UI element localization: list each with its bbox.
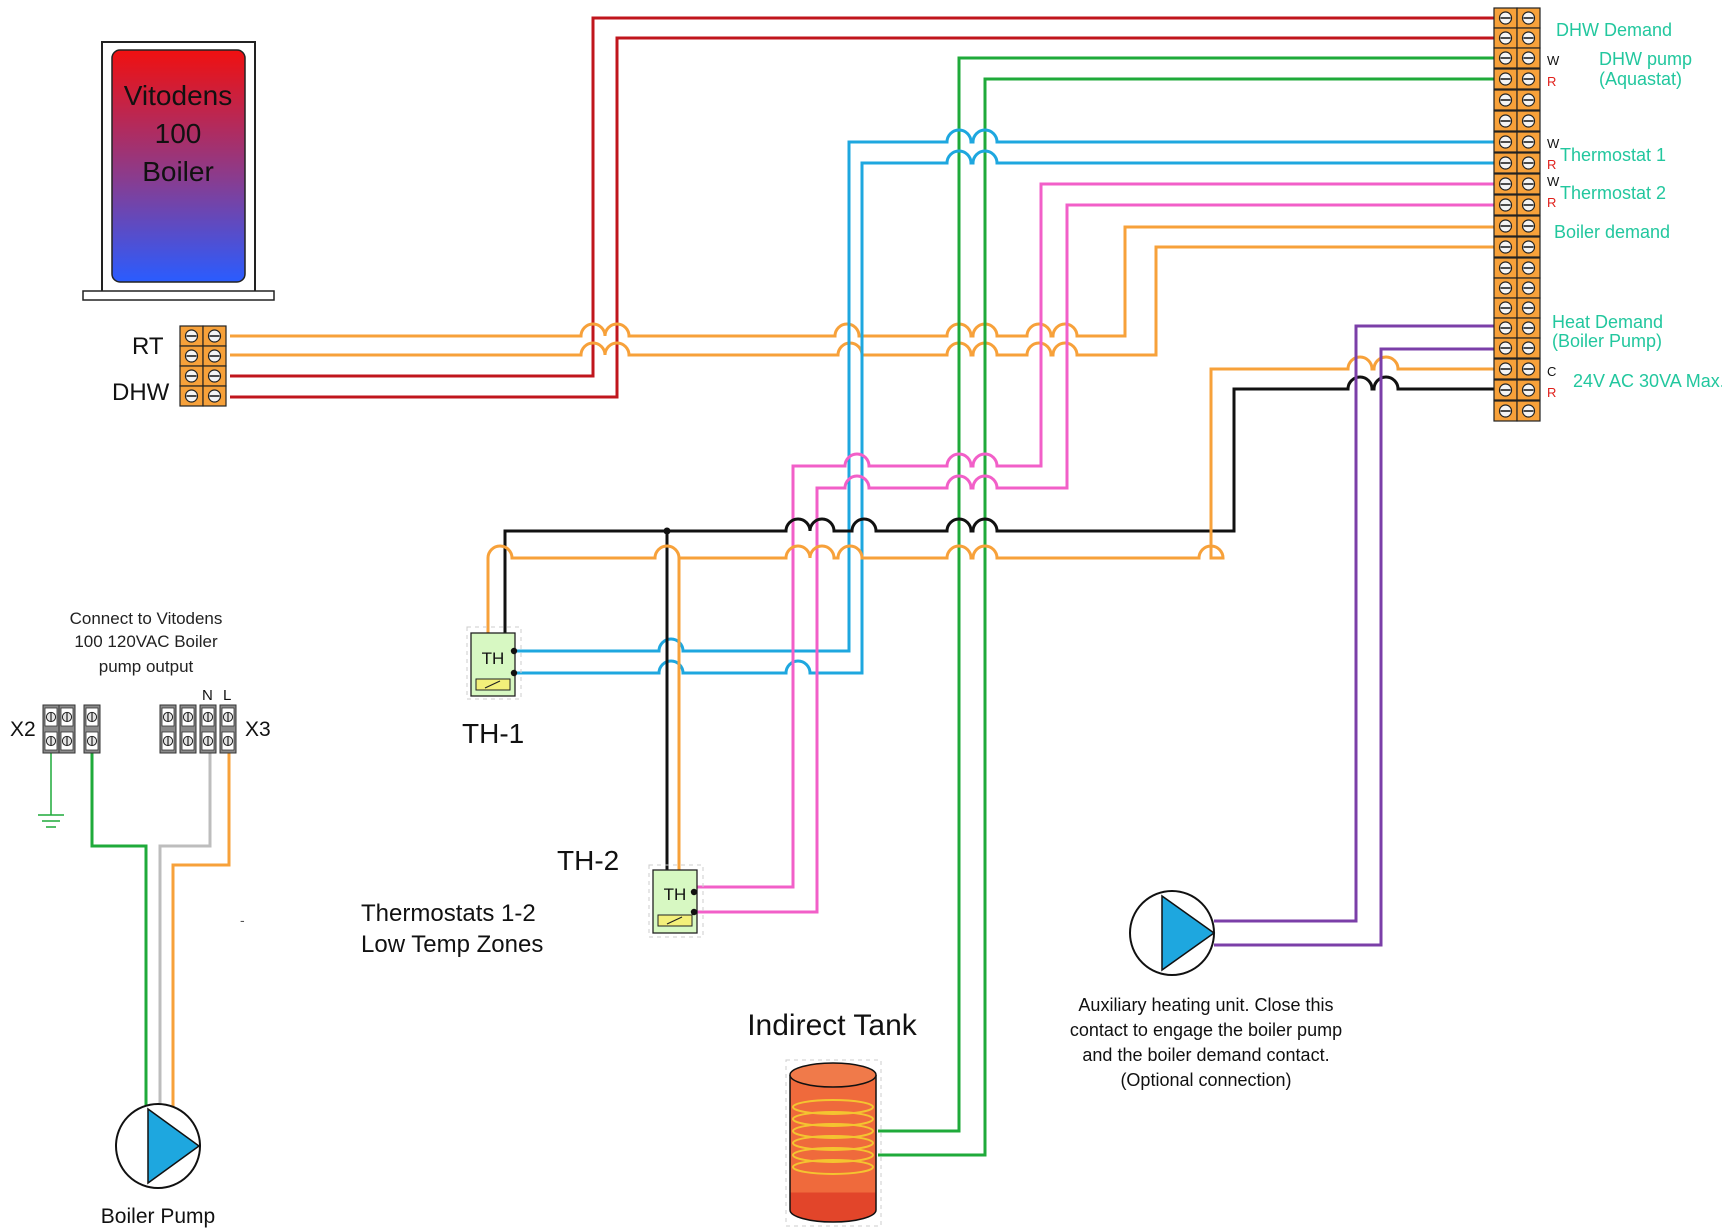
wire-th1-2 <box>514 149 1494 675</box>
w-label-th1: W <box>1547 136 1560 151</box>
vitodens-boiler: Vitodens 100 Boiler <box>82 41 275 301</box>
junction-dot <box>663 527 671 535</box>
wire-earth <box>38 749 64 828</box>
w-label-dhw: W <box>1547 53 1560 68</box>
dhw-demand-label: DHW Demand <box>1556 20 1672 40</box>
indirect-tank-label: Indirect Tank <box>747 1009 918 1042</box>
thermostat2-label: Thermostat 2 <box>1560 183 1666 203</box>
aux-note-1: Auxiliary heating unit. Close this <box>1078 995 1333 1015</box>
wire-th1-1 <box>514 128 1494 653</box>
auxiliary-pump: Auxiliary heating unit. Close this conta… <box>1070 890 1342 1090</box>
zones-label-2: Low Temp Zones <box>361 931 543 958</box>
terminal-strip: DHW Demand DHW pump (Aquastat) Thermosta… <box>1493 7 1722 422</box>
boiler-terminal-block: RT DHW <box>112 325 227 407</box>
r-label-th1: R <box>1547 157 1556 172</box>
dhw-pump-label: DHW pump <box>1599 49 1692 69</box>
boiler-pump-sub-label: (Boiler Pump) <box>1552 331 1662 351</box>
boiler-pump-label: Boiler Pump <box>101 1205 215 1228</box>
connect-label-2: 100 120VAC Boiler <box>74 632 218 651</box>
r-label-power: R <box>1547 385 1556 400</box>
zones-label-1: Thermostats 1-2 <box>361 900 536 927</box>
thermostat1-label: Thermostat 1 <box>1560 145 1666 165</box>
dash-mark: - <box>240 912 245 928</box>
x2-label: X2 <box>10 718 36 741</box>
aux-note-2: contact to engage the boiler pump <box>1070 1020 1342 1040</box>
dhw-label: DHW <box>112 379 170 406</box>
th1-device-text: TH <box>482 649 505 668</box>
wire-dhw-pump-1 <box>878 56 1494 1133</box>
r-label-dhw: R <box>1547 74 1556 89</box>
wire-th2-1 <box>694 182 1494 889</box>
indirect-tank: Indirect Tank <box>747 1009 918 1227</box>
th2-label: TH-2 <box>557 845 619 876</box>
r-label-th2: R <box>1547 195 1556 210</box>
rt-label: RT <box>132 333 164 360</box>
boiler-label-3: Boiler <box>142 156 214 187</box>
wire-24v-r <box>503 375 1494 641</box>
thermostat-th1: TH TH-1 <box>462 626 524 749</box>
th1-label: TH-1 <box>462 718 524 749</box>
tank-coil <box>792 1099 874 1175</box>
wire-pump-line <box>171 749 231 1110</box>
th2-device-text: TH <box>664 885 687 904</box>
power-label: 24V AC 30VA Max. <box>1573 371 1722 391</box>
n-label: N <box>202 687 213 704</box>
boiler-label-1: Vitodens <box>124 80 232 111</box>
wire-dhw-2 <box>230 36 1494 399</box>
w-label-th2: W <box>1547 174 1560 189</box>
wire-pump-ground <box>90 749 148 1110</box>
aux-note-3: and the boiler demand contact. <box>1082 1045 1329 1065</box>
boiler-demand-label: Boiler demand <box>1554 222 1670 242</box>
wire-24v-c <box>486 355 1494 641</box>
wire-rt-2 <box>230 245 1494 357</box>
boiler-pump: Boiler Pump <box>101 1103 215 1228</box>
wire-dhw-1 <box>230 16 1494 378</box>
wire-rt-1 <box>230 225 1494 338</box>
connect-label-3: pump output <box>99 657 194 676</box>
boiler-label-2: 100 <box>155 118 202 149</box>
heat-demand-label: Heat Demand <box>1552 312 1663 332</box>
vitodens-pump-connection: Connect to Vitodens 100 120VAC Boiler pu… <box>10 609 271 928</box>
connect-label-1: Connect to Vitodens <box>70 609 223 628</box>
thermostat-th2: TH TH-2 <box>557 845 704 938</box>
wires <box>38 16 1494 1157</box>
aux-note-4: (Optional connection) <box>1120 1070 1291 1090</box>
c-label: C <box>1547 364 1556 379</box>
wire-heat-demand-2 <box>1214 347 1494 947</box>
wire-pump-neutral <box>158 749 212 1110</box>
x3-label: X3 <box>245 718 271 741</box>
wire-heat-demand-1 <box>1214 324 1494 923</box>
wire-th2-2 <box>694 203 1494 914</box>
wire-dhw-pump-2 <box>878 77 1494 1157</box>
l-label: L <box>223 687 231 704</box>
aquastat-label: (Aquastat) <box>1599 69 1682 89</box>
